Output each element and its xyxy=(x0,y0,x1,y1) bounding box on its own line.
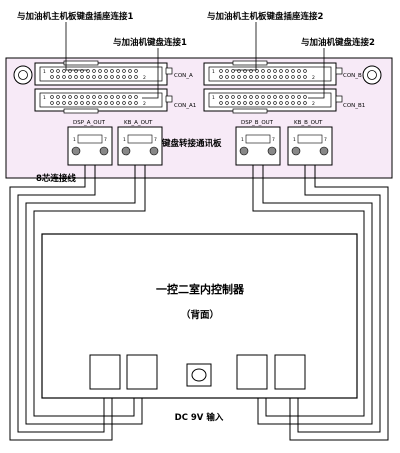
main-board-socket-2-label: 与加油机主机板键盘插座连接2 xyxy=(207,11,324,22)
kb-a-out-label: KB_A_OUT xyxy=(124,120,153,126)
pin-mark: 1 xyxy=(43,95,46,101)
connector-con-b: 1 2 xyxy=(203,60,337,86)
dsp-b-out-label: DSP_B_OUT xyxy=(241,120,274,126)
rj-jack-dsp-a: 1 7 xyxy=(67,126,113,166)
dsp-a-out-label: DSP_A_OUT xyxy=(73,120,106,126)
power-jack xyxy=(186,363,212,387)
callout-leaders xyxy=(65,22,325,99)
cables xyxy=(9,165,389,441)
pin-mark: 7 xyxy=(272,137,275,143)
con-b-label: CON_B xyxy=(343,73,362,79)
pin-mark: 2 xyxy=(143,101,146,107)
pin-mark: 2 xyxy=(143,75,146,81)
terminal-pads xyxy=(165,67,343,103)
controller-port-b-kb xyxy=(274,354,306,390)
pin-mark: 7 xyxy=(104,137,107,143)
controller-port-a-dsp xyxy=(89,354,121,390)
pin-mark: 1 xyxy=(212,69,215,75)
con-b1-label: CON_B1 xyxy=(343,103,365,109)
pin-mark: 2 xyxy=(312,75,315,81)
rj-jack-kb-a: 1 7 xyxy=(117,126,163,166)
main-board-socket-1-label: 与加油机主机板键盘插座连接1 xyxy=(17,11,134,22)
keyboard-1-label: 与加油机键盘连接1 xyxy=(113,37,187,48)
adapter-board-label: 键盘转接通讯板 xyxy=(161,138,222,149)
pin-mark: 1 xyxy=(123,137,126,143)
controller-title: 一控二室内控制器 xyxy=(156,282,245,296)
controller-subtitle: （背面） xyxy=(181,309,219,321)
pin-mark: 7 xyxy=(324,137,327,143)
cable-label: 8芯连接线 xyxy=(36,173,76,184)
rj-jack-kb-b: 1 7 xyxy=(287,126,333,166)
pin-mark: 1 xyxy=(73,137,76,143)
pin-mark: 1 xyxy=(212,95,215,101)
power-label: DC 9V 输入 xyxy=(175,412,224,423)
connector-con-a1: 1 2 xyxy=(34,88,168,114)
pin-mark: 2 xyxy=(312,101,315,107)
controller-port-b-dsp xyxy=(236,354,268,390)
con-a-label: CON_A xyxy=(174,73,193,79)
rj-jack-dsp-b: 1 7 xyxy=(235,126,281,166)
controller-port-a-kb xyxy=(126,354,158,390)
mount-hole-left xyxy=(13,65,33,85)
connector-con-b1: 1 2 xyxy=(203,88,337,114)
pin-mark: 1 xyxy=(43,69,46,75)
mount-hole-right xyxy=(362,65,382,85)
connector-con-a: 1 2 xyxy=(34,60,168,86)
keyboard-2-label: 与加油机键盘连接2 xyxy=(301,37,375,48)
kb-b-out-label: KB_B_OUT xyxy=(294,120,323,126)
pin-mark: 1 xyxy=(293,137,296,143)
pin-mark: 7 xyxy=(154,137,157,143)
con-a1-label: CON_A1 xyxy=(174,103,196,109)
pin-mark: 1 xyxy=(241,137,244,143)
